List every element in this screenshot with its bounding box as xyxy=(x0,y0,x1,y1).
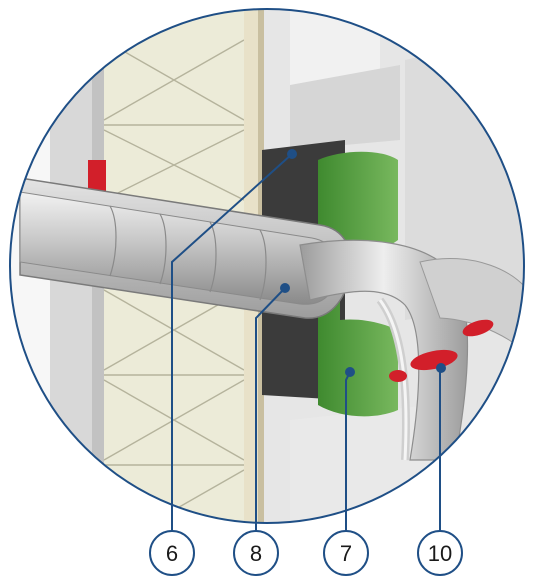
red-cable-marker-3 xyxy=(389,370,407,382)
callout-label: 7 xyxy=(340,541,352,566)
callout-label: 6 xyxy=(166,541,178,566)
callout-leaders xyxy=(171,153,442,531)
callout-7: 7 xyxy=(323,530,369,576)
callout-label: 10 xyxy=(428,541,452,566)
callout-label: 8 xyxy=(250,541,262,566)
outer-cladding xyxy=(50,9,98,523)
sealing-tape xyxy=(318,151,398,417)
callout-8: 8 xyxy=(233,530,279,576)
callout-6: 6 xyxy=(149,530,195,576)
callout-10: 10 xyxy=(417,530,463,576)
detail-circle-outline xyxy=(9,8,525,524)
insulation-pattern xyxy=(103,39,245,523)
red-cable-marker xyxy=(410,349,458,371)
red-cable-marker-2 xyxy=(462,319,494,337)
